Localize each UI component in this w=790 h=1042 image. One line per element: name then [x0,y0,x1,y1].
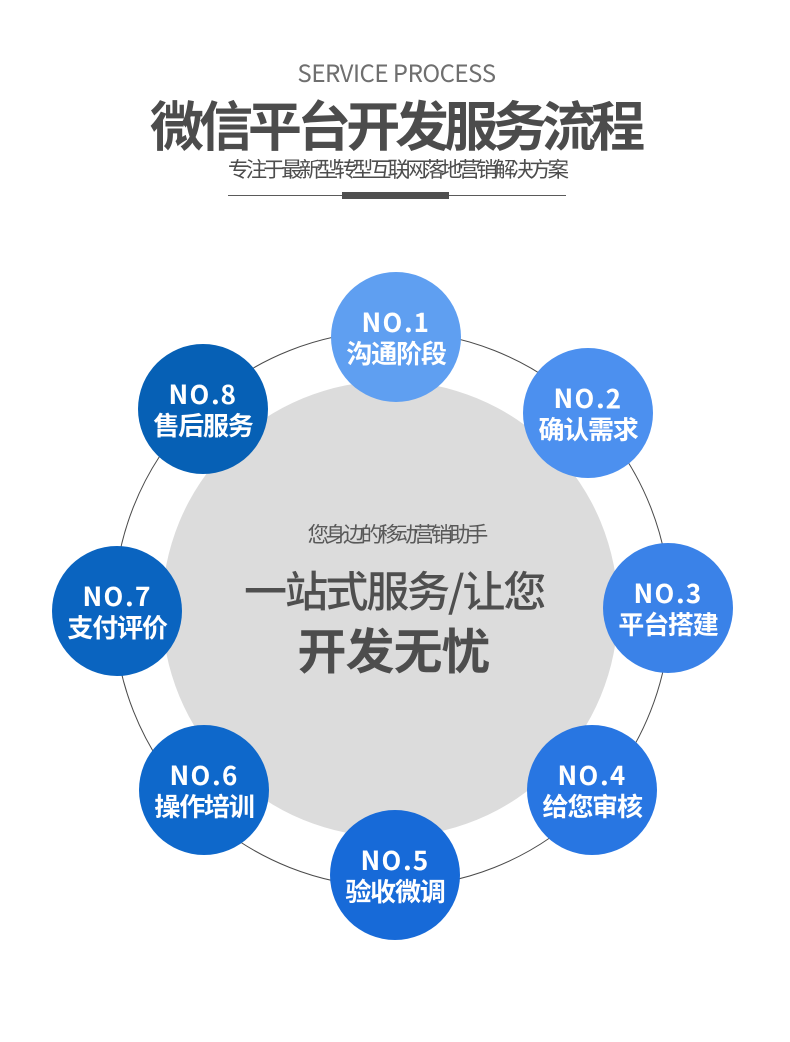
step-label: 验收微调 [345,872,445,909]
center-headline: 一站式服务/让您 [243,558,546,620]
eyebrow-text: SERVICE PROCESS [297,54,496,89]
page-title: 微信平台开发服务流程 [150,83,645,162]
step-circle-7: NO.7 支付评价 [52,546,182,676]
step-circle-4: NO.4 给您审核 [527,725,657,855]
step-number: NO.2 [553,379,623,416]
step-label: 售后服务 [153,406,253,443]
page-subtitle: 专注于最新型转型互联网落地营销解决方案 [227,153,569,184]
step-circle-6: NO.6 操作培训 [139,725,269,855]
step-circle-5: NO.5 验收微调 [330,810,460,940]
step-number: NO.3 [633,574,703,611]
step-label: 确认需求 [538,410,638,447]
step-label: 支付评价 [67,608,167,645]
step-number: NO.8 [168,375,238,412]
step-circle-1: NO.1 沟通阶段 [331,272,461,402]
step-number: NO.4 [557,756,627,793]
step-number: NO.1 [361,303,431,340]
step-label: 平台搭建 [618,605,718,642]
step-label: 给您审核 [542,787,642,824]
center-tagline: 您身边的移动营销助手 [307,518,488,549]
step-label: 沟通阶段 [346,334,446,371]
step-label: 操作培训 [154,787,254,824]
divider-bar [342,192,449,199]
divider-line [228,192,566,199]
step-number: NO.7 [82,577,152,614]
center-headline2: 开发无忧 [297,613,490,684]
step-number: NO.6 [169,756,239,793]
step-number: NO.5 [360,841,430,878]
step-circle-3: NO.3 平台搭建 [603,543,733,673]
step-circle-8: NO.8 售后服务 [138,344,268,474]
step-circle-2: NO.2 确认需求 [523,348,653,478]
